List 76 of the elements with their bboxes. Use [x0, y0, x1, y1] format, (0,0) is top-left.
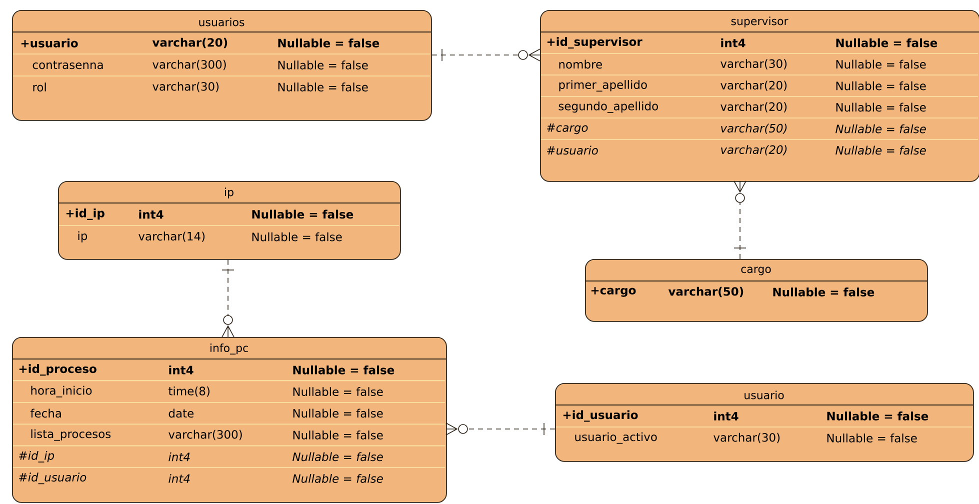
table-cell: Nullable = false — [278, 60, 368, 70]
table-cell: lista_procesos — [31, 429, 111, 441]
table-cell: varchar(20) — [720, 102, 787, 112]
table-cell: Nullable = false — [836, 146, 926, 155]
table-cell: int4 — [168, 474, 190, 483]
table-cell: primer_apellido — [559, 80, 647, 92]
table-cell: int4 — [169, 366, 194, 374]
table-cell: Nullable = false — [293, 365, 394, 374]
table-cell: varchar(50) — [721, 124, 787, 134]
table-cell: Nullable = false — [293, 387, 383, 396]
table-cell: #id_usuario — [19, 472, 86, 484]
table-title: supervisor — [731, 16, 788, 28]
relationship-line — [222, 260, 234, 338]
entity-table — [58, 181, 401, 260]
table-title: usuario — [744, 390, 784, 400]
table-cell: +usuario — [21, 38, 78, 48]
table-cell: varchar(14) — [138, 232, 205, 242]
table-title: ip — [225, 188, 234, 198]
table-cell: +id_supervisor — [547, 37, 642, 49]
table-cell: Nullable = false — [278, 82, 368, 92]
table-cell: varchar(30) — [714, 432, 780, 444]
relationship-line — [734, 180, 746, 260]
table-cell: Nullable = false — [836, 81, 926, 90]
relationship-line — [432, 48, 540, 62]
table-cell: Nullable = false — [836, 38, 938, 48]
entity-table — [12, 10, 432, 121]
table-cell: Nullable = false — [836, 124, 926, 134]
table-cell: varchar(20) — [721, 145, 787, 156]
entity-table — [584, 259, 928, 322]
table-cell: Nullable = false — [293, 408, 383, 418]
table-cell: #id_ip — [19, 450, 54, 462]
table-cell: varchar(20) — [720, 80, 787, 91]
table-cell: +cargo — [591, 287, 636, 297]
table-cell: Nullable = false — [293, 430, 383, 440]
table-cell: Nullable = false — [252, 232, 342, 242]
table-cell: varchar(20) — [152, 38, 228, 48]
table-cell: rol — [33, 82, 46, 92]
table-cell: int4 — [721, 38, 746, 48]
table-cell: contrasenna — [32, 60, 103, 70]
table-title: info_pc — [210, 344, 248, 354]
table-cell: +id_usuario — [563, 410, 638, 422]
entity-table — [12, 337, 447, 503]
table-cell: Nullable = false — [278, 38, 380, 48]
table-cell: Nullable = false — [292, 474, 383, 483]
table-cell: varchar(300) — [152, 60, 226, 70]
relationship-line — [446, 422, 556, 436]
table-cell: varchar(300) — [168, 430, 242, 440]
table-cell: Nullable = false — [827, 412, 928, 420]
table-cell: time(8) — [168, 386, 210, 397]
table-cell: Nullable = false — [252, 210, 354, 219]
entity-table — [554, 383, 974, 462]
table-cell: int4 — [714, 412, 738, 420]
table-cell: segundo_apellido — [558, 101, 658, 113]
table-cell: varchar(30) — [720, 59, 787, 70]
table-cell: hora_inicio — [31, 386, 92, 398]
table-title: cargo — [741, 266, 771, 276]
table-cell: ip — [78, 231, 88, 242]
table-cell: int4 — [139, 210, 164, 219]
table-cell: Nullable = false — [827, 434, 917, 442]
table-title: usuarios — [199, 18, 244, 26]
table-cell: fecha — [30, 408, 61, 418]
table-cell: nombre — [559, 60, 602, 69]
entity-table — [540, 10, 979, 182]
table-cell: Nullable = false — [773, 288, 874, 296]
table-cell: +id_ip — [66, 208, 104, 220]
table-cell: Nullable = false — [292, 452, 383, 462]
table-cell: +id_proceso — [19, 364, 96, 376]
table-cell: Nullable = false — [836, 102, 926, 112]
table-cell: #cargo — [547, 123, 588, 134]
table-cell: usuario_activo — [575, 432, 657, 444]
table-cell: varchar(30) — [152, 82, 219, 92]
table-cell: #usuario — [547, 146, 598, 155]
table-cell: int4 — [168, 452, 190, 462]
table-cell: date — [168, 408, 194, 418]
table-cell: varchar(50) — [668, 286, 744, 298]
table-cell: Nullable = false — [836, 60, 926, 69]
